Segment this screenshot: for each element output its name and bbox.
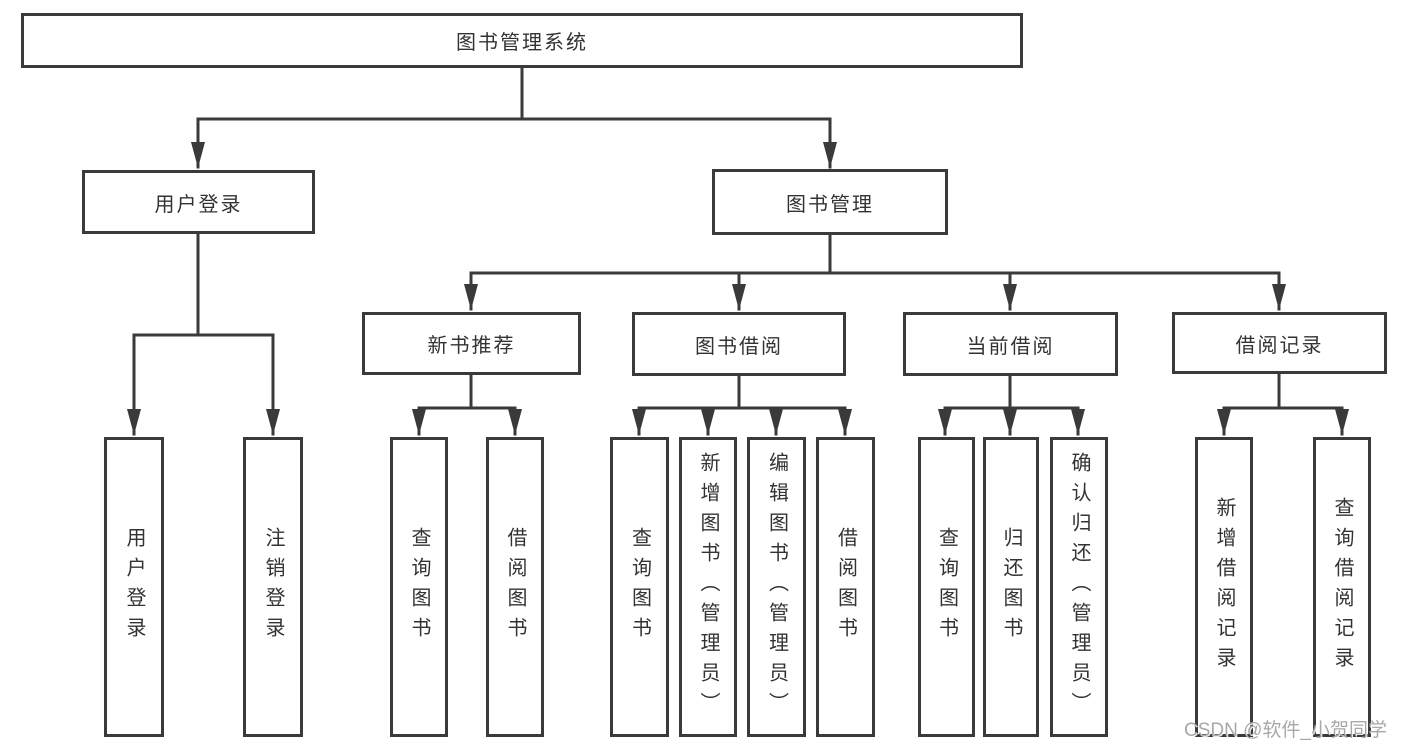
leaf-label: 借阅图书: [504, 527, 526, 647]
node-current-borrowing: 当前借阅: [903, 312, 1118, 376]
leaf-query-books-borrowing: 查询图书: [610, 437, 669, 737]
leaf-confirm-return-admin: 确认归还（管理员）: [1050, 437, 1108, 737]
node-book-borrowing: 图书借阅: [632, 312, 846, 376]
node-borrowing-records: 借阅记录: [1172, 312, 1387, 374]
leaf-label: 查询图书: [408, 527, 430, 647]
leaf-borrow-books-recommend: 借阅图书: [486, 437, 544, 737]
leaf-query-borrow-record: 查询借阅记录: [1313, 437, 1371, 737]
leaf-label: 查询图书: [935, 527, 958, 647]
node-label: 新书推荐: [427, 335, 516, 357]
node-new-book-recommendation: 新书推荐: [362, 312, 581, 375]
leaf-user-login: 用户登录: [104, 437, 164, 737]
leaf-label: 新增借阅记录: [1213, 497, 1235, 677]
watermark: CSDN @软件_小贺同学: [1184, 720, 1387, 741]
leaf-label: 借阅图书: [834, 527, 857, 647]
node-label: 用户登录: [154, 193, 243, 216]
node-label: 图书借阅: [695, 335, 783, 358]
node-label: 图书管理: [786, 193, 874, 216]
leaf-borrow-books-borrowing: 借阅图书: [816, 437, 875, 737]
node-label: 图书管理系统: [456, 32, 588, 54]
leaf-label: 编辑图书（管理员）: [765, 452, 788, 722]
leaf-label: 确认归还（管理员）: [1068, 452, 1090, 722]
leaf-add-books-admin: 新增图书（管理员）: [679, 437, 737, 737]
leaf-label: 查询图书: [628, 527, 651, 647]
node-label: 借阅记录: [1235, 334, 1324, 357]
leaf-query-books-current: 查询图书: [918, 437, 975, 737]
leaf-label: 新增图书（管理员）: [697, 452, 719, 722]
leaf-add-borrow-record: 新增借阅记录: [1195, 437, 1253, 737]
leaf-query-books-recommend: 查询图书: [390, 437, 448, 737]
leaf-return-books: 归还图书: [983, 437, 1039, 737]
node-user-login: 用户登录: [82, 170, 315, 234]
leaf-label: 用户登录: [123, 527, 145, 647]
leaf-label: 归还图书: [1000, 527, 1022, 647]
node-label: 当前借阅: [966, 335, 1055, 358]
leaf-logout: 注销登录: [243, 437, 303, 737]
leaf-label: 注销登录: [262, 527, 284, 647]
node-library-management-system: 图书管理系统: [21, 13, 1023, 68]
node-book-management: 图书管理: [712, 169, 948, 235]
leaf-edit-books-admin: 编辑图书（管理员）: [747, 437, 806, 737]
leaf-label: 查询借阅记录: [1331, 497, 1353, 677]
